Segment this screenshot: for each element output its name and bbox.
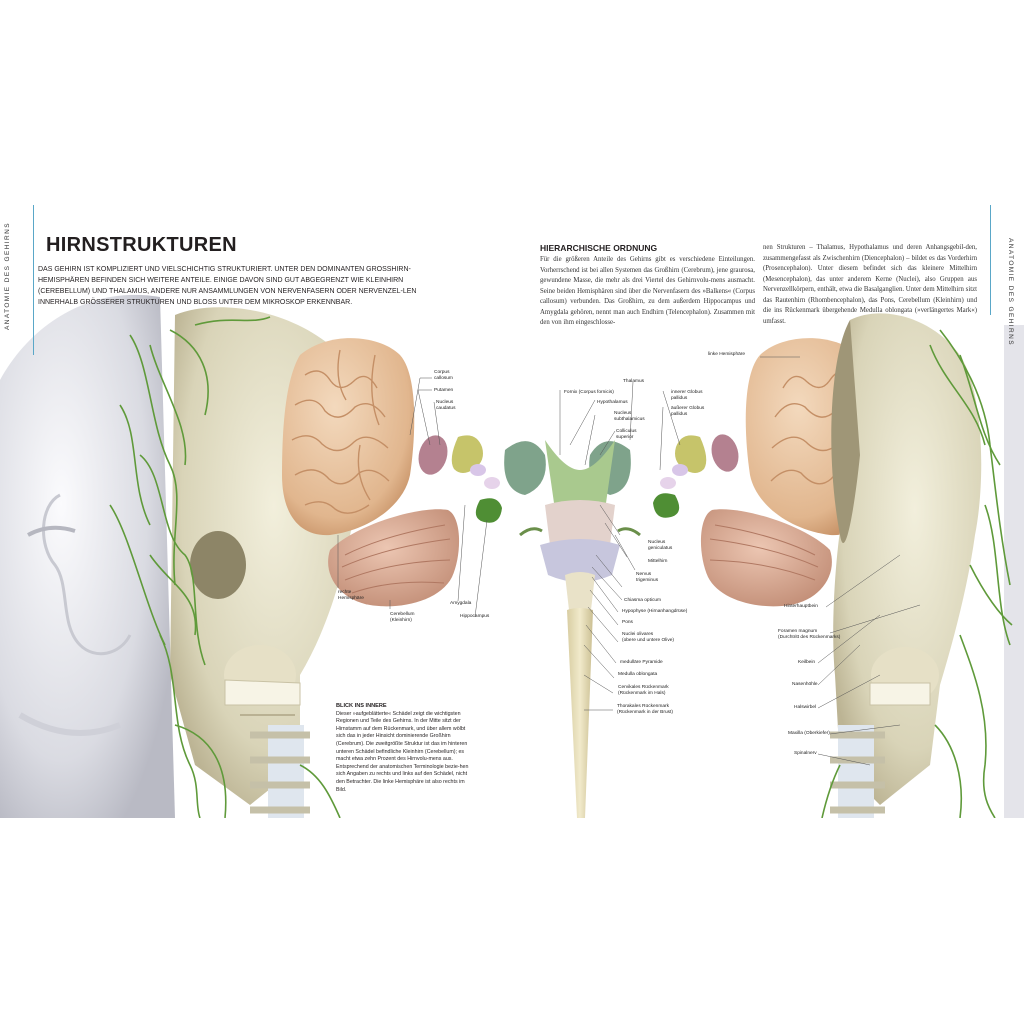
brainstem-center xyxy=(504,440,641,818)
label-fornix: Fornix (Corpus fornicis) xyxy=(564,390,614,395)
label-nervus-trigeminus: Nervus trigeminus xyxy=(636,572,659,583)
brain-anatomy-illustration xyxy=(0,294,1024,818)
right-margin-rule xyxy=(990,205,991,315)
label-nucleus-subthalamicus: Nucleus subthalamicus xyxy=(614,411,645,422)
label-putamen: Putamen xyxy=(434,388,454,393)
section-column-2: nen Strukturen – Thalamus, Hypothalamus … xyxy=(763,244,977,325)
label-aeusserer-globus-pallidus: äußerer Globus pallidus xyxy=(671,406,705,417)
label-hinterhauptbein: Hinterhauptbein xyxy=(784,604,818,609)
label-spinalnerv: Spinalnerv xyxy=(794,751,817,756)
label-chiasma-opticum: Chiasma opticum xyxy=(624,598,662,603)
label-cerebellum: Cerebellum (Kleinhirn) xyxy=(390,612,415,623)
label-nucleus-geniculatus: Nucleus geniculatus xyxy=(648,540,673,551)
cerebellum-right xyxy=(700,509,832,607)
right-hemisphere xyxy=(282,338,415,536)
caption-box: BLICK INS INNERE Dieser »aufgeblätterte«… xyxy=(336,703,476,794)
label-hippocampus: Hippocampus xyxy=(460,614,490,619)
label-hypophyse: Hypophyse (Hirnanhangdrüse) xyxy=(622,609,688,614)
cerebellum-left xyxy=(328,509,460,607)
label-maxilla: Maxilla (Oberkiefer) xyxy=(788,731,830,736)
running-head-left: ANATOMIE DES GEHIRNS xyxy=(4,222,11,330)
label-amygdala: Amygdala xyxy=(450,601,472,606)
label-mittelhirn: Mittelhirn xyxy=(648,559,668,564)
label-innerer-globus-pallidus: innerer Globus pallidus xyxy=(671,390,703,401)
label-rechte-hemisphaere: rechte Hemisphäre xyxy=(338,590,364,601)
left-nerve-network xyxy=(109,316,341,818)
section-column-1: Für die größeren Anteile des Gehirns gib… xyxy=(540,256,755,326)
mannequin-face xyxy=(0,294,1024,818)
left-basal-structures xyxy=(418,435,502,523)
label-foramen-magnum: Foramen magnum (Durchtritt des Rückenmar… xyxy=(778,629,841,640)
label-leader-lines xyxy=(337,356,921,766)
label-nucleus-caudatus: Nucleus caudatus xyxy=(436,400,456,411)
right-nerve-network xyxy=(821,329,1013,818)
label-thorakales-rueckenmark: Thorakales Rückenmark (Rückenmark in der… xyxy=(617,704,673,715)
label-medullare-pyramide: medulläre Pyramide xyxy=(620,660,663,665)
label-thalamus: Thalamus xyxy=(623,379,645,384)
label-nuclei-olivares: Nuclei olivares (obere und untere Olive) xyxy=(622,632,674,643)
running-head-right: ANATOMIE DES GEHIRNS xyxy=(1007,238,1014,346)
label-colliculus-superior: Colliculus superior xyxy=(616,429,637,440)
label-nasenhoehle: Nasenhöhle xyxy=(792,682,818,687)
label-keilbein: Keilbein xyxy=(798,660,816,665)
label-pons: Pons xyxy=(622,620,633,625)
caption-text: Dieser »aufgeblätterte« Schädel zeigt di… xyxy=(336,710,469,793)
label-halswirbel: Halswirbel xyxy=(794,705,817,710)
right-skull xyxy=(830,313,982,818)
intro-paragraph: Das Gehirn ist kompliziert und vielschic… xyxy=(38,266,417,306)
label-corpus-callosum: Corpus callosum xyxy=(434,370,453,381)
section-heading: HIERARCHISCHE ORDNUNG xyxy=(540,243,658,253)
label-medulla-oblongata: Medulla oblongata xyxy=(618,672,658,677)
left-margin-rule xyxy=(33,205,34,355)
label-cervikales-rueckenmark: Cervikales Rückenmark (Rückenmark im Hal… xyxy=(618,685,669,696)
illustration-spread xyxy=(0,205,1024,818)
label-hypothalamus: Hypothalamus xyxy=(597,400,628,405)
right-basal-structures xyxy=(653,434,739,518)
caption-title: BLICK INS INNERE xyxy=(336,703,387,709)
page-title: HIRNSTRUKTUREN xyxy=(46,234,237,256)
label-linke-hemisphaere: linke Hemisphäre xyxy=(708,352,746,357)
